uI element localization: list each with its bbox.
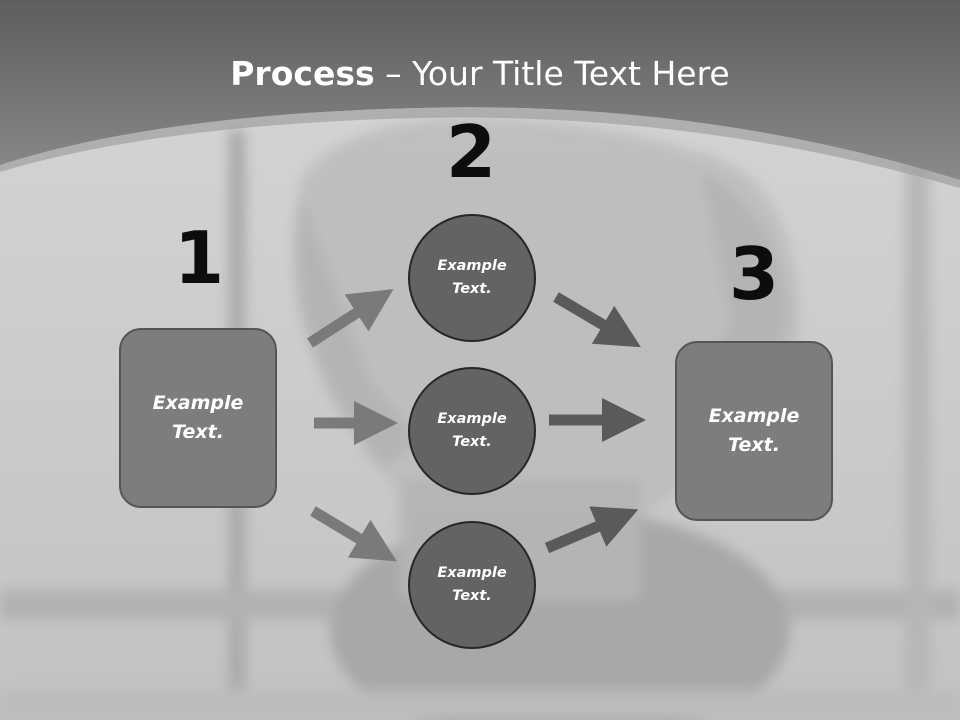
arrow-left-to-top xyxy=(307,289,394,348)
middle-circle-center-label: Example Text. xyxy=(437,411,507,450)
middle-circle-top: Example Text. xyxy=(408,214,536,342)
step-number-3: 3 xyxy=(728,232,780,316)
arrow-bottom-to-right xyxy=(544,506,639,554)
step-3-label: Example Text. xyxy=(708,405,800,456)
title-bold: Process xyxy=(230,54,375,93)
step-1-box: Example Text. xyxy=(119,328,277,508)
arrow-left-to-bottom xyxy=(310,506,397,562)
middle-circle-center: Example Text. xyxy=(408,367,536,495)
title-rest: – Your Title Text Here xyxy=(374,54,730,93)
step-number-2: 2 xyxy=(445,110,497,194)
middle-circle-bottom-label: Example Text. xyxy=(437,565,507,604)
step-1-label: Example Text. xyxy=(152,392,244,443)
middle-circle-bottom: Example Text. xyxy=(408,521,536,649)
slide-title: Process – Your Title Text Here xyxy=(0,52,960,96)
middle-circle-top-label: Example Text. xyxy=(437,258,507,297)
step-3-box: Example Text. xyxy=(675,341,833,521)
step-number-1: 1 xyxy=(173,216,225,300)
arrow-top-to-right xyxy=(553,292,641,348)
